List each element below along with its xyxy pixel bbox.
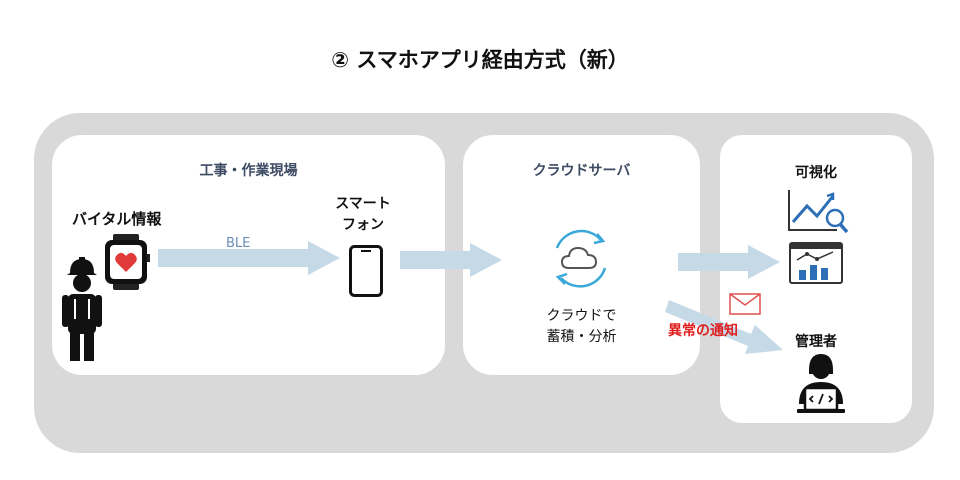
site-panel-label: 工事・作業現場 [199, 163, 298, 179]
smartphone-label: スマート フォン [330, 194, 396, 236]
cloud-panel-label: クラウドサーバ [532, 163, 631, 179]
developer-laptop-icon [797, 354, 845, 413]
vital-info-label: バイタル情報 [72, 210, 162, 228]
smartwatch-icon [105, 234, 150, 290]
smartphone-label-line1: スマート [335, 196, 391, 212]
arrow-cloud-to-visualization [678, 245, 780, 279]
visualization-label: 可視化 [795, 165, 837, 181]
smartphone-icon [349, 245, 383, 297]
cloud-panel [463, 135, 700, 375]
cloud-sync-icon [555, 229, 607, 288]
cloud-caption-line1: クラウドで [546, 308, 617, 324]
cloud-caption-line2: 蓄積・分析 [546, 329, 617, 345]
worker-icon [62, 257, 102, 361]
bar-chart-icon [789, 242, 843, 284]
page-title: ② スマホアプリ経由方式（新） [331, 48, 629, 72]
arrow-cloud-to-manager [665, 300, 783, 354]
line-chart-magnifier-icon [788, 190, 849, 234]
ble-label: BLE [226, 236, 251, 251]
envelope-icon [729, 293, 761, 315]
arrow-watch-to-phone [158, 241, 340, 275]
arrow-phone-to-cloud [400, 243, 502, 277]
manager-label: 管理者 [795, 334, 837, 350]
alert-label: 異常の通知 [668, 323, 738, 339]
cloud-caption: クラウドで 蓄積・分析 [463, 306, 700, 348]
smartphone-label-line2: フォン [342, 217, 384, 233]
